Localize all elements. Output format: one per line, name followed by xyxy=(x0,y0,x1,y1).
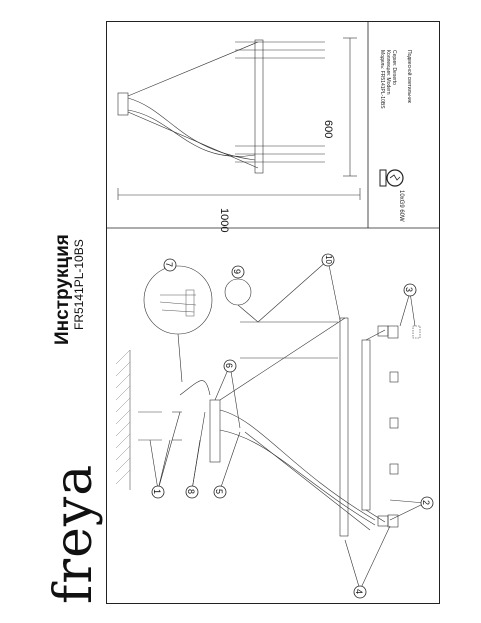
ceiling-hatch xyxy=(115,350,131,490)
callout-5-label: 5 xyxy=(214,489,224,495)
callout-5 xyxy=(213,485,227,499)
callout-6 xyxy=(223,359,237,373)
callout-2 xyxy=(420,496,434,510)
callout-4 xyxy=(353,585,367,599)
overview-drawing xyxy=(117,37,361,200)
exploded-drawing xyxy=(138,259,426,591)
callout-8-label: 8 xyxy=(186,489,196,495)
page-frame xyxy=(106,21,440,604)
callout-9-label: 9 xyxy=(232,269,242,275)
callout-9 xyxy=(231,265,245,279)
callout-1-label: 1 xyxy=(152,489,162,495)
callout-7-label: 7 xyxy=(164,262,174,268)
callout-8 xyxy=(185,485,199,499)
callout-2-label: 2 xyxy=(421,500,431,506)
callout-4-label: 4 xyxy=(354,589,364,595)
callout-3 xyxy=(403,283,417,297)
callout-6-label: 6 xyxy=(224,363,234,369)
bulb-icon xyxy=(379,169,404,187)
callout-10-label: 10 xyxy=(324,255,333,264)
callout-7 xyxy=(163,258,177,272)
callout-1 xyxy=(151,485,165,499)
callout-10 xyxy=(321,253,335,267)
callout-3-label: 3 xyxy=(404,287,414,293)
